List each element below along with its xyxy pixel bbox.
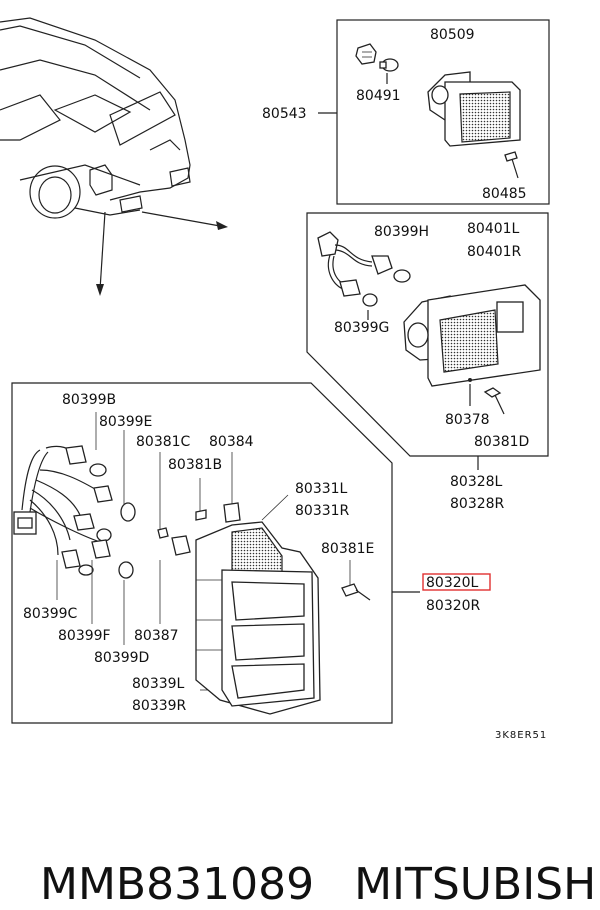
label-80339L: 80339L <box>132 676 185 692</box>
part-caption: MMB831089 MITSUBISHI <box>12 808 600 910</box>
figure-code: 3K8ER51 <box>495 730 547 741</box>
rear-marker-assembly <box>306 212 549 470</box>
label-80509: 80509 <box>430 27 475 43</box>
part-labels: 80509 80491 80543 80485 80399H 80401L 80… <box>23 27 547 741</box>
label-80401R: 80401R <box>467 244 522 260</box>
label-80381E: 80381E <box>321 541 374 557</box>
label-80399D: 80399D <box>94 650 149 666</box>
label-80381D: 80381D <box>474 434 529 450</box>
label-80399E: 80399E <box>99 414 152 430</box>
label-80399H: 80399H <box>374 224 429 240</box>
label-80381C: 80381C <box>136 434 191 450</box>
tail-lamp-assembly <box>11 382 420 724</box>
vehicle-rear-illustration <box>0 17 228 296</box>
label-80401L: 80401L <box>467 221 520 237</box>
label-80378: 80378 <box>445 412 490 428</box>
part-number: MMB831089 <box>39 859 315 910</box>
label-80384: 80384 <box>209 434 254 450</box>
label-80331L: 80331L <box>295 481 348 497</box>
label-80320R: 80320R <box>426 598 481 614</box>
label-80485: 80485 <box>482 186 527 202</box>
label-80320L: 80320L <box>426 575 479 591</box>
label-80399C: 80399C <box>23 606 78 622</box>
label-80399G: 80399G <box>334 320 389 336</box>
label-80328R: 80328R <box>450 496 505 512</box>
label-80331R: 80331R <box>295 503 350 519</box>
label-80399F: 80399F <box>58 628 111 644</box>
label-80381B: 80381B <box>168 457 222 473</box>
label-80339R: 80339R <box>132 698 187 714</box>
brand-name: MITSUBISHI <box>354 859 600 910</box>
label-80328L: 80328L <box>450 474 503 490</box>
label-80387: 80387 <box>134 628 179 644</box>
label-80543: 80543 <box>262 106 307 122</box>
side-marker-assembly <box>318 19 550 205</box>
label-80491: 80491 <box>356 88 401 104</box>
highlight-box <box>422 573 491 591</box>
label-80399B: 80399B <box>62 392 116 408</box>
